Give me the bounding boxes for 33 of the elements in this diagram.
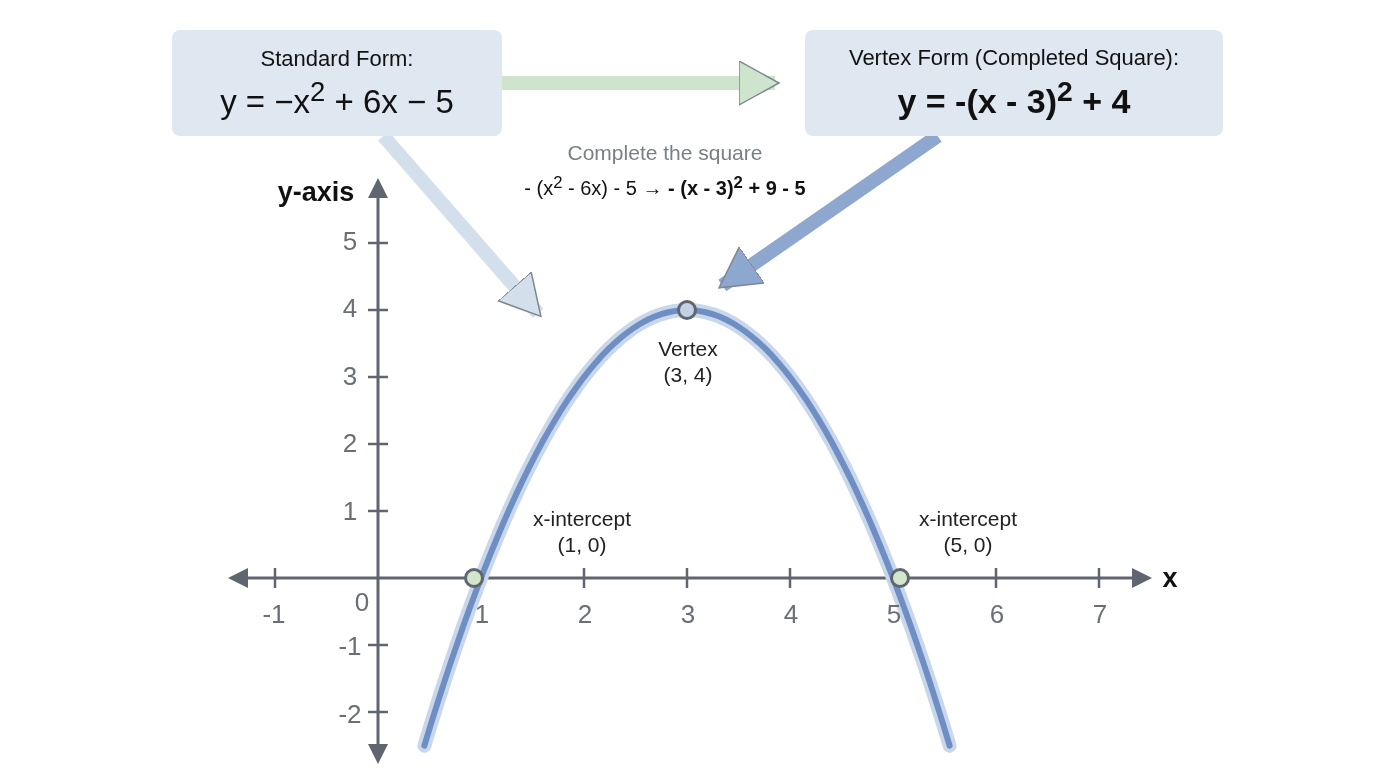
axis-label: y-axis [277, 176, 355, 208]
tick-label: -1 [262, 598, 286, 630]
tick-label: 2 [342, 427, 358, 459]
tick-label: 3 [342, 360, 358, 392]
axis-label: x [1162, 562, 1178, 594]
tick-label: 1 [342, 495, 358, 527]
tick-label: -1 [338, 630, 362, 662]
tick-label: 5 [886, 598, 902, 630]
tick-label: 6 [989, 598, 1005, 630]
equation-text: y = −x$^{2}$ + 6x − 5 [220, 75, 454, 121]
tick-label: 0 [354, 586, 370, 618]
point-label: x-intercept [919, 506, 1017, 532]
box-heading: Standard Form: [260, 45, 414, 72]
box-heading: Vertex Form (Completed Square): [848, 44, 1180, 71]
formula-step: - (x$^{2}$ - 6x) - 5 → - (x - 3)$^{2}$ + 9 - 5 [524, 172, 806, 200]
tick-label: 4 [783, 598, 799, 630]
arrow [502, 60, 780, 106]
tick-label: 2 [577, 598, 593, 630]
tick-label: 4 [342, 292, 358, 324]
tick-label: 5 [342, 225, 358, 257]
point-label: Vertex [658, 336, 718, 362]
point-label: x-intercept [533, 506, 631, 532]
point-label: (1, 0) [556, 532, 608, 559]
point-marker [677, 300, 697, 320]
tick-label: 3 [680, 598, 696, 630]
tick-label: -2 [338, 698, 362, 730]
tick-label: 7 [1092, 598, 1108, 630]
equation-text: y = -(x - 3)$^{2}$ + 4 [897, 74, 1131, 122]
formula-box [805, 30, 1223, 136]
formula-box [172, 30, 502, 136]
tick-label: 1 [474, 598, 490, 630]
point-label: (3, 4) [662, 362, 714, 389]
point-label: (5, 0) [942, 532, 994, 559]
